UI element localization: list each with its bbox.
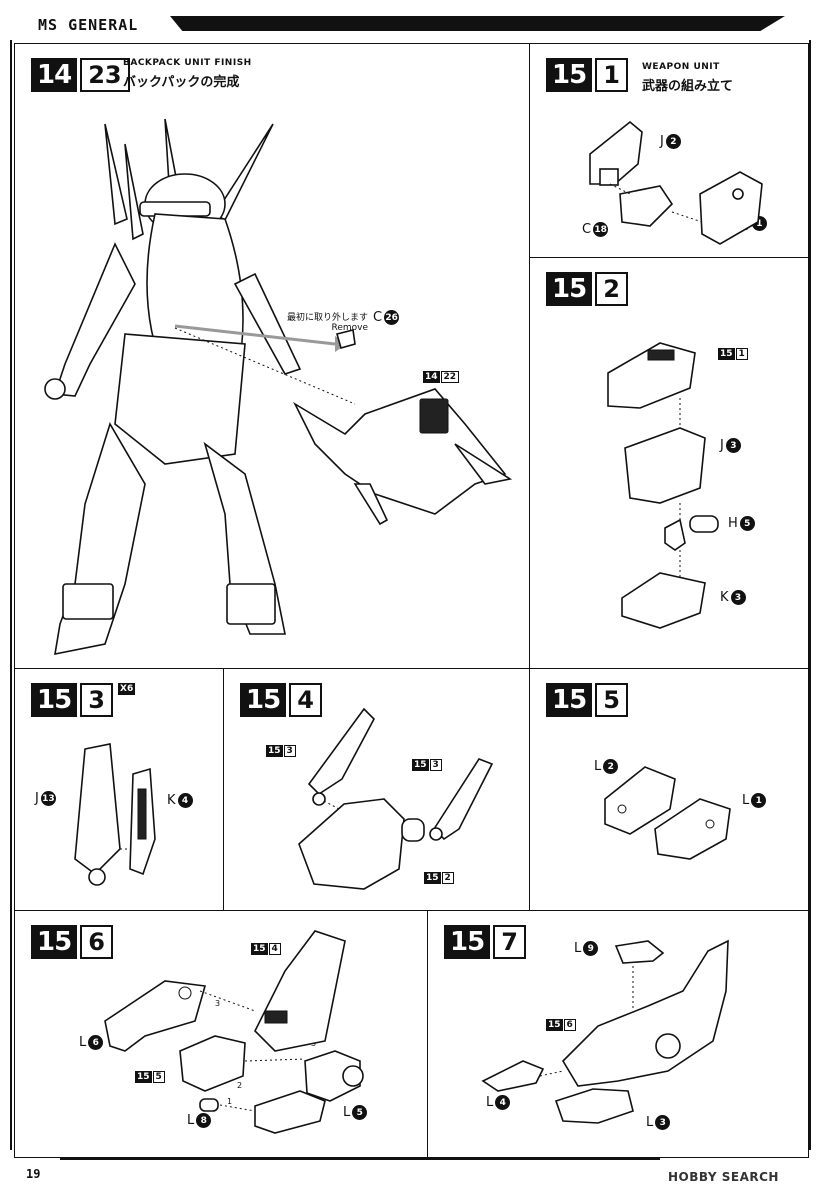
sequence-step-4: 1 [227, 1097, 233, 1106]
step-badge-15-7: 15 7 [444, 925, 526, 959]
header-bar [170, 16, 785, 31]
figure-weapon-with-blades [298, 707, 494, 890]
step-title-jp: 武器の組み立て [642, 79, 734, 94]
figure-weapon-parts [589, 120, 763, 245]
quantity-multiplier: X6 [118, 683, 136, 695]
manual-header-title: MS GENERAL [38, 16, 139, 34]
sequence-step-3: 2 [237, 1081, 243, 1090]
panel-step-14-23: 14 23 BACKPACK UNIT FINISH バックパックの完成 最初に… [14, 43, 530, 669]
step-title-en: WEAPON UNIT [642, 62, 720, 72]
step-title-jp: バックパックの完成 [123, 75, 240, 90]
left-frame-line [10, 40, 12, 1150]
figure-completed-weapon [481, 939, 729, 1124]
bottom-frame-line [60, 1158, 660, 1160]
figure-weapon-mount [104, 930, 364, 1134]
panel-step-15-6: 15 6 154 155 L6 L8 L5 3 3 2 1 [14, 910, 428, 1158]
step-badge-15-6: 15 6 [31, 925, 113, 959]
watermark-logo: HOBBY SEARCH [668, 1170, 779, 1184]
remove-note: 最初に取り外します Remove [287, 313, 369, 333]
panel-step-15-1: 15 1 WEAPON UNIT 武器の組み立て J2 C18 J1 [529, 43, 809, 258]
right-frame-line [809, 40, 811, 1150]
page-number: 19 [26, 1167, 41, 1181]
sequence-step-1: 3 [215, 999, 221, 1008]
step-badge-14-23: 14 23 [31, 58, 130, 92]
figure-blade-parts [74, 743, 156, 886]
step-badge-15-1: 15 1 [546, 58, 628, 92]
step-badge-15-3: 15 3 [31, 683, 113, 717]
figure-weapon-assembly [607, 342, 719, 629]
figure-lower-parts [604, 766, 731, 860]
step-title-en: BACKPACK UNIT FINISH [123, 58, 252, 68]
figure-backpack-illustration [44, 118, 513, 656]
step-badge-15-4: 15 4 [240, 683, 322, 717]
step-badge-15-5: 15 5 [546, 683, 628, 717]
step-badge-15-2: 15 2 [546, 272, 628, 306]
